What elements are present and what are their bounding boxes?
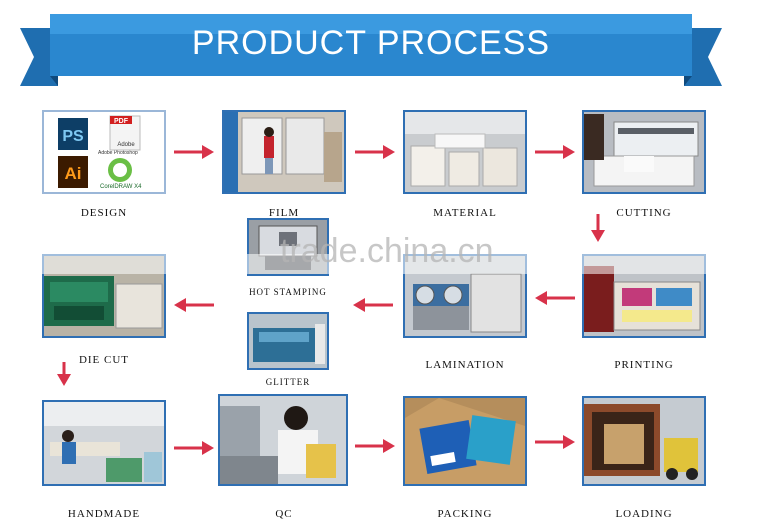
film-image [222, 110, 346, 194]
watermark-text: trade.china.cn [280, 232, 494, 270]
step-label-die-cut: DIE CUT [78, 354, 130, 366]
arrow-qc-to-packing [355, 439, 395, 453]
ai-icon-text: Ai [65, 164, 82, 183]
glitter-image [247, 312, 329, 370]
pdf-icon-text: PDF [114, 118, 129, 125]
step-label-material: MATERIAL [433, 207, 497, 219]
arrow-cutting-to-printing [591, 214, 605, 242]
loading-image [582, 396, 706, 486]
arrow-material-to-cutting [535, 145, 575, 159]
handmade-image [42, 400, 166, 486]
design-image: PS Adobe Photoshop PDF Adobe Ai CorelDRA… [42, 110, 166, 194]
arrow-design-to-film [174, 145, 214, 159]
step-label-hot-stamping: HOT STAMPING [249, 287, 327, 297]
step-label-loading: LOADING [615, 508, 673, 520]
arrow-handmade-to-qc [174, 441, 214, 455]
step-label-design: DESIGN [80, 207, 128, 219]
pdf-caption: Adobe [117, 142, 135, 148]
step-label-handmade: HANDMADE [67, 508, 141, 520]
corel-caption: CorelDRAW X4 [100, 184, 142, 190]
step-label-packing: PACKING [437, 508, 493, 520]
arrow-packing-to-loading [535, 435, 575, 449]
arrow-printing-to-lamination [535, 291, 575, 305]
watermark-band [40, 254, 710, 274]
cutting-image [582, 110, 706, 194]
arrow-film-to-material [355, 145, 395, 159]
arrow-lamination-to-decoration [353, 298, 393, 312]
packing-image [403, 396, 527, 486]
banner-ribbon [20, 14, 722, 86]
page-title: PRODUCT PROCESS [191, 24, 551, 62]
ps-icon-text: PS [62, 128, 84, 145]
step-label-glitter: GLITTER [265, 377, 311, 387]
arrow-decoration-to-die-cut [174, 298, 214, 312]
step-label-cutting: CUTTING [616, 207, 672, 219]
step-label-qc: QC [275, 508, 293, 520]
title-banner: PRODUCT PROCESS [20, 14, 722, 86]
step-label-film: FILM [268, 207, 300, 219]
arrow-die-cut-to-handmade [57, 362, 71, 386]
step-label-lamination: LAMINATION [425, 359, 505, 371]
ps-caption: Adobe Photoshop [98, 150, 138, 156]
step-label-printing: PRINTING [614, 359, 674, 371]
material-image [403, 110, 527, 194]
qc-image [218, 394, 348, 486]
